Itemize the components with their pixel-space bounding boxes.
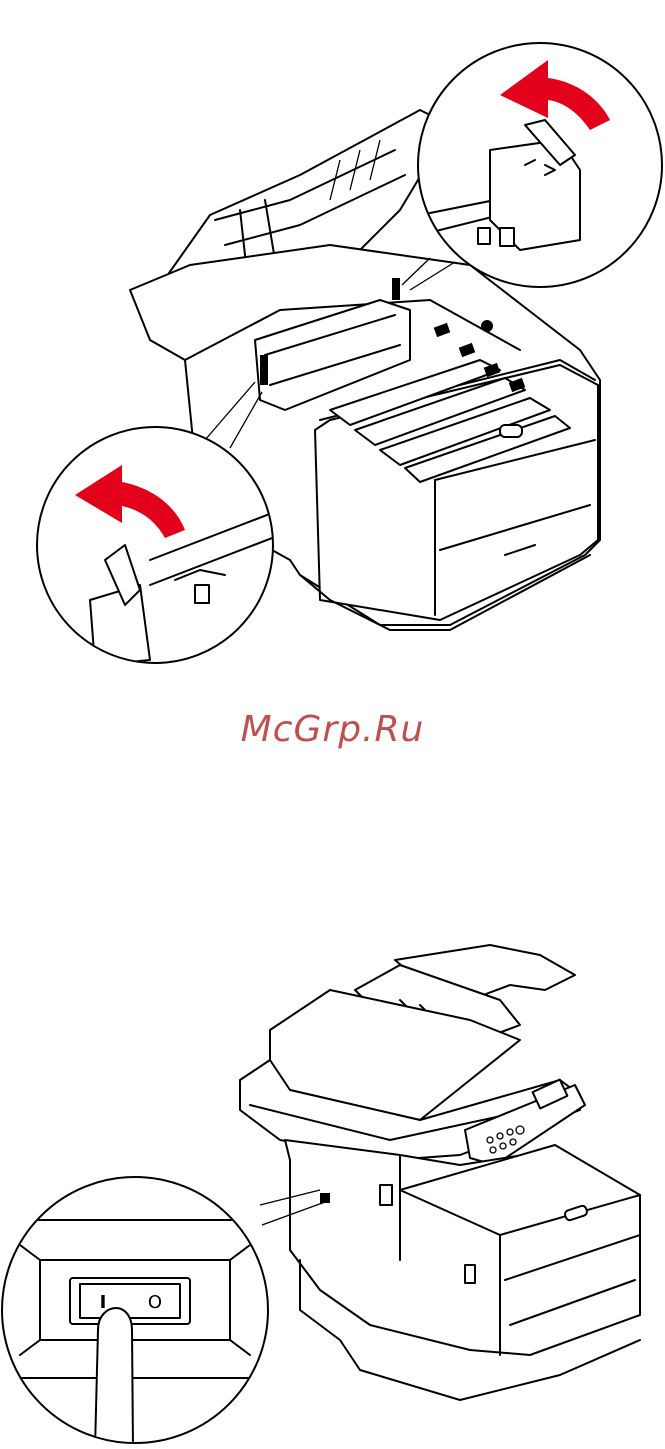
- printer-power-diagram: I O: [0, 930, 665, 1449]
- switch-on-symbol: I: [100, 1292, 107, 1313]
- finger-icon: [95, 1308, 133, 1449]
- printer-main-unit: [285, 1140, 640, 1400]
- printer-power-illustration: I O: [0, 930, 665, 1449]
- watermark: McGrp.Ru: [0, 700, 665, 760]
- printer-open-illustration: [0, 0, 665, 700]
- zoom-circle-power-switch: I O: [0, 1177, 270, 1449]
- printer-open-diagram: [0, 0, 665, 700]
- zoom-circle-right-lever: [418, 43, 662, 287]
- switch-off-symbol: O: [148, 1292, 162, 1313]
